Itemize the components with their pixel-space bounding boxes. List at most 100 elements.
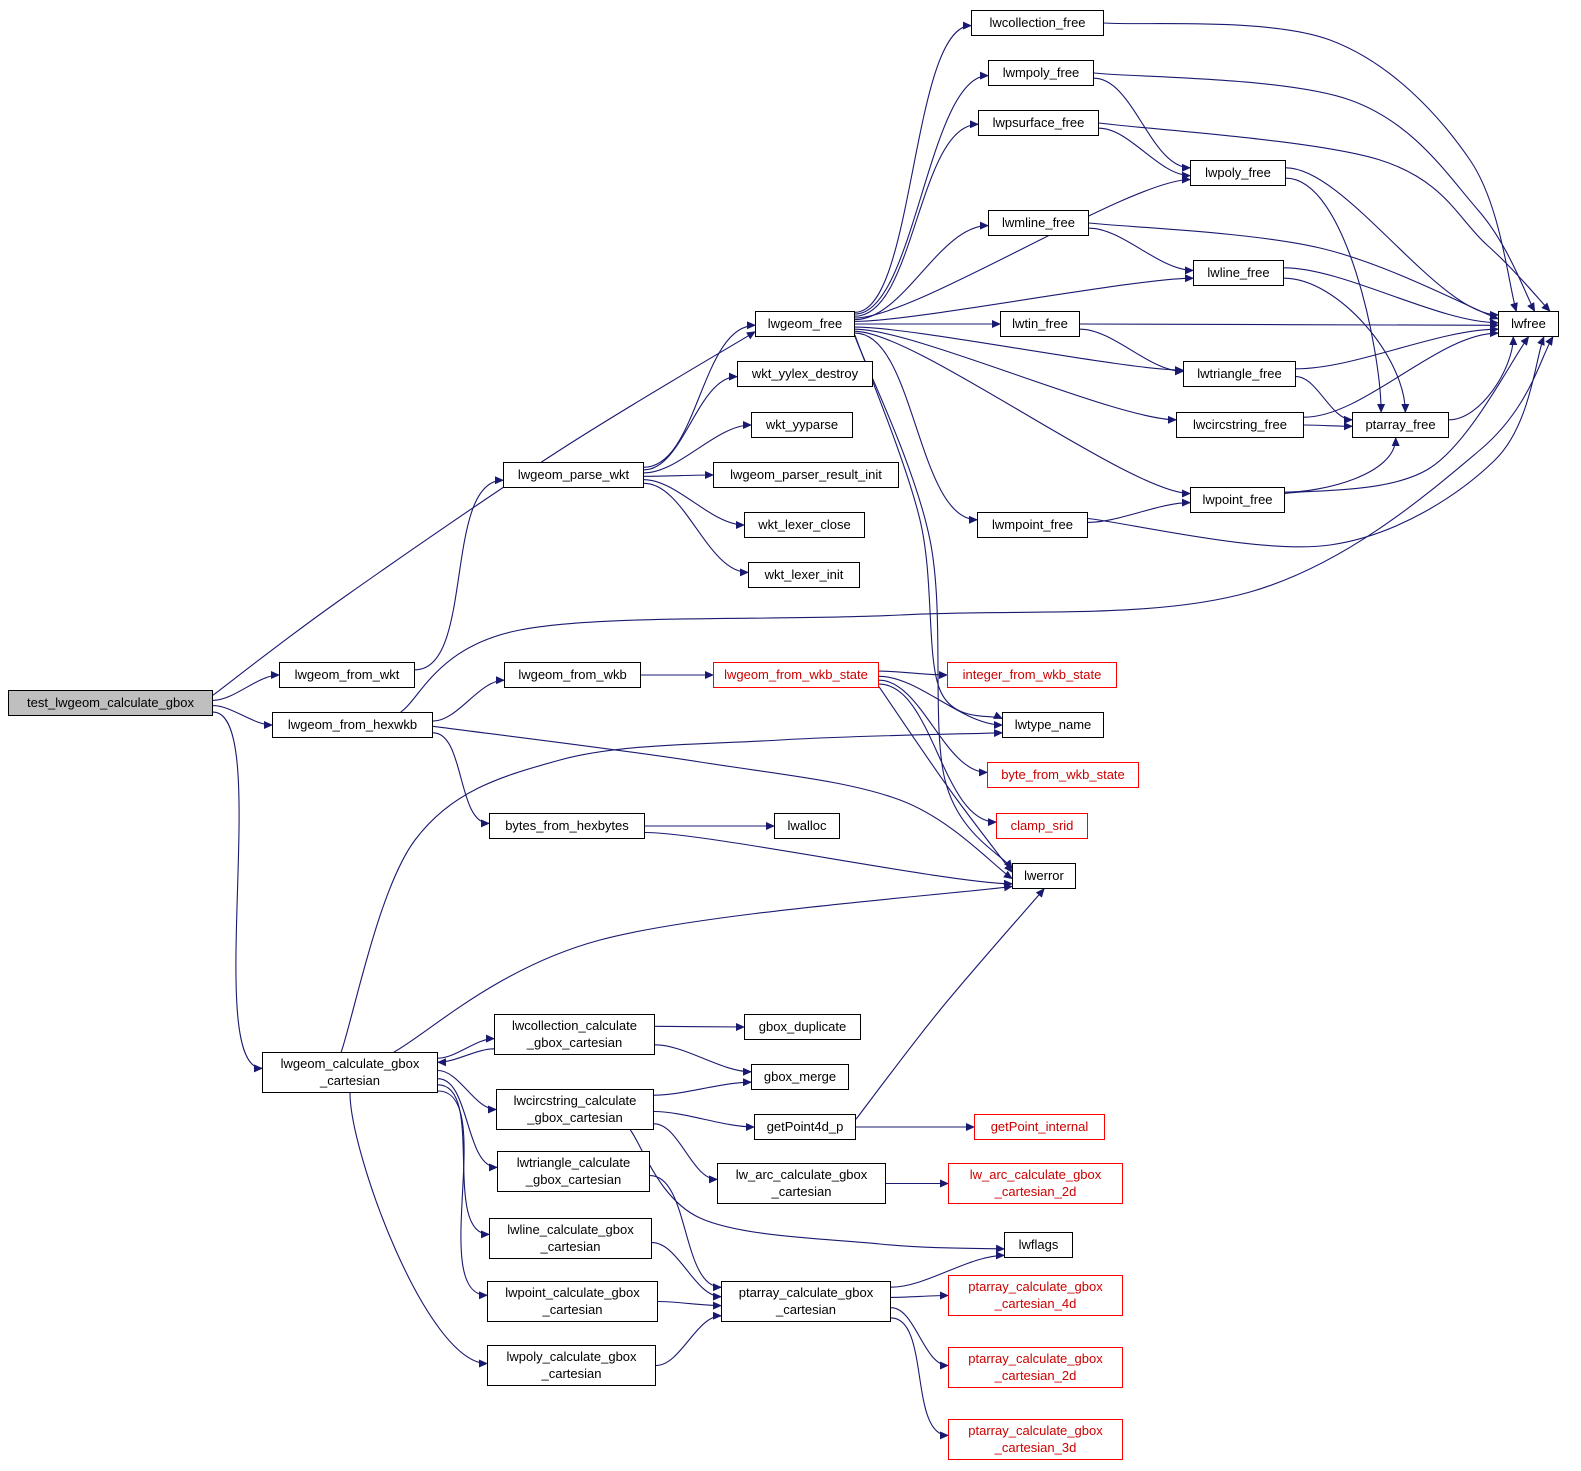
edge--lwtriangle_free--ptarray_free — [1295, 376, 1353, 424]
edge--lwgeom_from_wkb_state--lwerror — [878, 686, 1013, 873]
node-wkt_yyparse[interactable]: wkt_yyparse — [751, 412, 853, 438]
node-lwmline_free[interactable]: lwmline_free — [988, 210, 1089, 236]
edge--lwmpoly_free--lwpoly_free — [1093, 77, 1191, 172]
node-lwpoly_calculate_gbox_cartesian[interactable]: lwpoly_calculate_gbox _cartesian — [487, 1345, 656, 1386]
node-lwgeom_from_wkb[interactable]: lwgeom_from_wkb — [504, 662, 641, 688]
node-lwgeom_from_wkt[interactable]: lwgeom_from_wkt — [279, 662, 415, 688]
node-clamp_srid[interactable]: clamp_srid — [996, 813, 1088, 839]
node-label: lwpoly_free — [1205, 164, 1271, 180]
node-lwmpoly_free[interactable]: lwmpoly_free — [988, 60, 1094, 86]
edge--lwline_calculate_gbox_cartesian--ptarray_calculate_gbox_cartesian — [651, 1242, 722, 1301]
node-label: ptarray_free — [1365, 416, 1436, 432]
node-lwflags[interactable]: lwflags — [1004, 1232, 1073, 1258]
node-lwtype_name[interactable]: lwtype_name — [1002, 712, 1104, 738]
node-lw_arc_calculate_gbox_cartesian_2d[interactable]: lw_arc_calculate_gbox _cartesian_2d — [948, 1163, 1123, 1204]
node-label: lwgeom_from_wkb_state — [724, 666, 868, 682]
edge--lwmpoint_free--lwpoint_free — [1087, 498, 1191, 523]
node-lwpsurface_free[interactable]: lwpsurface_free — [978, 110, 1099, 136]
node-wkt_lexer_init[interactable]: wkt_lexer_init — [748, 562, 860, 588]
node-integer_from_wkb_state[interactable]: integer_from_wkb_state — [947, 662, 1117, 688]
node-lwgeom_calculate_gbox_cartesian[interactable]: lwgeom_calculate_gbox _cartesian — [262, 1052, 438, 1093]
edge--lwmpoint_free--lwfree — [1087, 336, 1545, 548]
edge--lwgeom_calculate_gbox_cartesian--lwpoly_calculate_gbox_cartesian — [349, 1092, 488, 1368]
node-lwgeom_free[interactable]: lwgeom_free — [755, 311, 855, 337]
node-label: lwalloc — [787, 817, 827, 833]
edge--lwgeom_free--lwpsurface_free — [854, 120, 979, 317]
node-label: lwmline_free — [1002, 214, 1075, 230]
node-ptarray_free[interactable]: ptarray_free — [1352, 412, 1449, 438]
node-lwcircstring_free[interactable]: lwcircstring_free — [1176, 412, 1304, 438]
node-label: lwgeom_parse_wkt — [517, 466, 630, 482]
node-lwtriangle_calculate_gbox_cartesian[interactable]: lwtriangle_calculate _gbox_cartesian — [497, 1151, 650, 1192]
edge--lwgeom_from_hexwkb--bytes_from_hexbytes — [432, 732, 490, 828]
node-ptarray_calculate_gbox_cartesian[interactable]: ptarray_calculate_gbox _cartesian — [721, 1281, 891, 1322]
node-label: lwgeom_from_hexwkb — [287, 716, 418, 732]
edge--lwgeom_parse_wkt--wkt_yylex_destroy — [643, 372, 738, 471]
node-label: lwfree — [1511, 315, 1546, 331]
node-lwalloc[interactable]: lwalloc — [774, 813, 840, 839]
node-gbox_merge[interactable]: gbox_merge — [751, 1064, 849, 1090]
node-lwtin_free[interactable]: lwtin_free — [1000, 311, 1080, 337]
node-label: wkt_lexer_close — [758, 516, 851, 532]
edge--lwgeom_free--lwtriangle_free — [854, 326, 1184, 375]
node-getPoint_internal[interactable]: getPoint_internal — [974, 1114, 1105, 1140]
node-lwcollection_calculate_gbox_cartesian[interactable]: lwcollection_calculate _gbox_cartesian — [494, 1014, 655, 1055]
node-label: lwflags — [1018, 1236, 1059, 1252]
edge--lwcircstring_calculate_gbox_cartesian--lwflags — [629, 1129, 1005, 1253]
node-label: lw_arc_calculate_gbox _cartesian — [735, 1167, 868, 1199]
node-lwpoint_calculate_gbox_cartesian[interactable]: lwpoint_calculate_gbox _cartesian — [487, 1281, 658, 1322]
node-lwpoly_free[interactable]: lwpoly_free — [1190, 160, 1286, 186]
edge--lwgeom_from_wkb_state--clamp_srid — [878, 683, 997, 827]
edge--lwcollection_calculate_gbox_cartesian--gbox_duplicate — [654, 1022, 745, 1031]
edge--lwgeom_parse_wkt--lwgeom_parser_result_init — [643, 471, 714, 480]
edge--lwgeom_from_wkb_state--byte_from_wkb_state — [878, 679, 988, 777]
node-lwgeom_from_wkb_state[interactable]: lwgeom_from_wkb_state — [713, 662, 879, 688]
node-lw_arc_calculate_gbox_cartesian[interactable]: lw_arc_calculate_gbox _cartesian — [717, 1163, 886, 1204]
node-label: lwcircstring_free — [1193, 416, 1287, 432]
edge--ptarray_free--lwfree — [1448, 336, 1518, 421]
node-lwtriangle_free[interactable]: lwtriangle_free — [1183, 361, 1296, 387]
node-bytes_from_hexbytes[interactable]: bytes_from_hexbytes — [489, 813, 645, 839]
node-label: getPoint_internal — [990, 1118, 1089, 1134]
node-label: gbox_duplicate — [758, 1018, 847, 1034]
edge--lwgeom_parse_wkt--lwgeom_free — [643, 321, 756, 468]
node-lwgeom_parse_wkt[interactable]: lwgeom_parse_wkt — [503, 462, 644, 488]
edge--lwgeom_free--lwerror — [854, 336, 1013, 869]
node-lwcircstring_calculate_gbox_cartesian[interactable]: lwcircstring_calculate _gbox_cartesian — [496, 1089, 654, 1130]
node-label: bytes_from_hexbytes — [505, 817, 629, 833]
edge--lwcircstring_calculate_gbox_cartesian--getPoint4d_p — [653, 1110, 755, 1131]
node-byte_from_wkb_state[interactable]: byte_from_wkb_state — [987, 762, 1139, 788]
node-lwpoint_free[interactable]: lwpoint_free — [1190, 487, 1285, 513]
node-lwline_calculate_gbox_cartesian[interactable]: lwline_calculate_gbox _cartesian — [489, 1218, 652, 1259]
edge--lwpoint_calculate_gbox_cartesian--ptarray_calculate_gbox_cartesian — [657, 1300, 722, 1310]
node-lwgeom_from_hexwkb[interactable]: lwgeom_from_hexwkb — [272, 712, 433, 738]
edge--lwcircstring_free--lwfree — [1303, 329, 1499, 418]
node-label: byte_from_wkb_state — [1001, 766, 1125, 782]
node-lwcollection_free[interactable]: lwcollection_free — [971, 10, 1104, 36]
node-ptarray_calculate_gbox_cartesian_2d[interactable]: ptarray_calculate_gbox _cartesian_2d — [948, 1347, 1123, 1388]
node-lwline_free[interactable]: lwline_free — [1193, 260, 1284, 286]
edge--lwpoly_calculate_gbox_cartesian--ptarray_calculate_gbox_cartesian — [655, 1311, 722, 1367]
node-wkt_lexer_close[interactable]: wkt_lexer_close — [744, 512, 865, 538]
node-lwgeom_parser_result_init[interactable]: lwgeom_parser_result_init — [713, 462, 899, 488]
edge--lwpoint_free--lwfree — [1284, 336, 1530, 495]
node-wkt_yylex_destroy[interactable]: wkt_yylex_destroy — [737, 361, 873, 387]
node-lwfree[interactable]: lwfree — [1498, 311, 1559, 337]
node-gbox_duplicate[interactable]: gbox_duplicate — [744, 1014, 861, 1040]
node-ptarray_calculate_gbox_cartesian_4d[interactable]: ptarray_calculate_gbox _cartesian_4d — [948, 1275, 1123, 1316]
edge--test_lwgeom_calculate_gbox--lwgeom_from_hexwkb — [212, 705, 273, 729]
node-label: ptarray_calculate_gbox _cartesian_3d — [968, 1423, 1103, 1455]
edge--lwgeom_free--lwmline_free — [854, 221, 989, 321]
node-ptarray_calculate_gbox_cartesian_3d[interactable]: ptarray_calculate_gbox _cartesian_3d — [948, 1419, 1123, 1460]
edge--lwtriangle_free--lwfree — [1295, 325, 1499, 370]
edge--lwcollection_calculate_gbox_cartesian--gbox_merge — [654, 1044, 752, 1076]
node-lwmpoint_free[interactable]: lwmpoint_free — [977, 512, 1088, 538]
node-label: lwgeom_from_wkt — [294, 666, 400, 682]
node-lwerror[interactable]: lwerror — [1012, 863, 1076, 889]
edge--lwcollection_free--lwfree — [1103, 22, 1518, 312]
edge--lwgeom_calculate_gbox_cartesian--lwcircstring_calculate_gbox_cartesian — [437, 1069, 497, 1114]
node-test_lwgeom_calculate_gbox[interactable]: test_lwgeom_calculate_gbox — [8, 690, 213, 716]
node-getPoint4d_p[interactable]: getPoint4d_p — [754, 1114, 856, 1140]
node-label: lwcollection_free — [989, 14, 1086, 30]
edge--lwtin_free--lwtriangle_free — [1079, 328, 1184, 376]
